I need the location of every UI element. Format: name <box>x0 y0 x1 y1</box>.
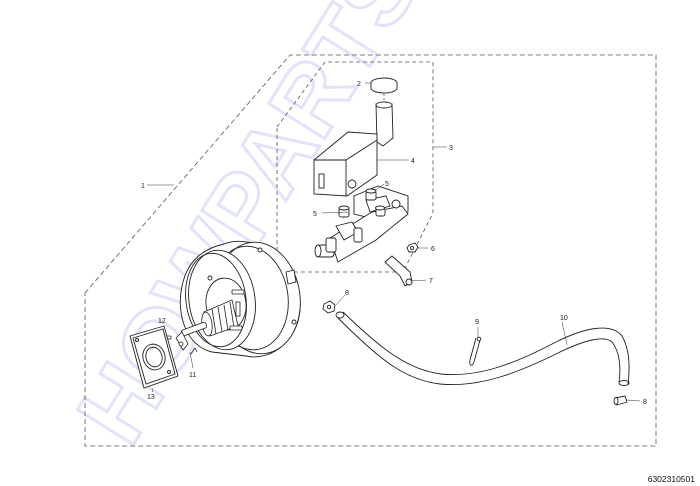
callout-3: 3 <box>449 145 453 152</box>
nut-6 <box>406 242 419 253</box>
callout-13: 13 <box>147 394 155 401</box>
callout-9: 9 <box>475 319 479 326</box>
push-rod-boot <box>175 289 245 351</box>
callout-6: 6 <box>431 246 435 253</box>
callout-1: 1 <box>141 183 145 190</box>
callout-4: 4 <box>411 158 415 165</box>
drawing-number: 6302310501 <box>648 474 696 484</box>
grommet-fittings <box>338 188 386 218</box>
bracket-7 <box>384 255 413 287</box>
callout-8-lower: 8 <box>643 399 647 406</box>
reservoir-cap <box>370 77 398 94</box>
callout-2: 2 <box>357 81 361 88</box>
master-cylinder-boundary <box>276 61 434 273</box>
callout-8-upper: 8 <box>345 290 349 297</box>
master-cylinder <box>314 195 409 263</box>
callout-7: 7 <box>429 278 433 285</box>
callout-11: 11 <box>189 372 196 379</box>
mounting-gasket <box>129 325 179 389</box>
retaining-clip <box>190 347 198 355</box>
callout-10: 10 <box>560 315 568 322</box>
callout-5-lower: 5 <box>313 211 317 218</box>
leader-lines <box>147 82 641 402</box>
assembly-boundary <box>84 54 657 447</box>
check-valve-upper <box>322 300 336 314</box>
callout-labels: 1 2 3 4 5 5 6 7 8 8 9 10 11 12 13 <box>141 81 647 406</box>
hose-connector-lower <box>613 395 628 406</box>
callout-12: 12 <box>158 318 166 325</box>
vacuum-hose <box>335 311 630 386</box>
hose-clip <box>469 336 482 366</box>
callout-5-upper: 5 <box>385 181 389 188</box>
